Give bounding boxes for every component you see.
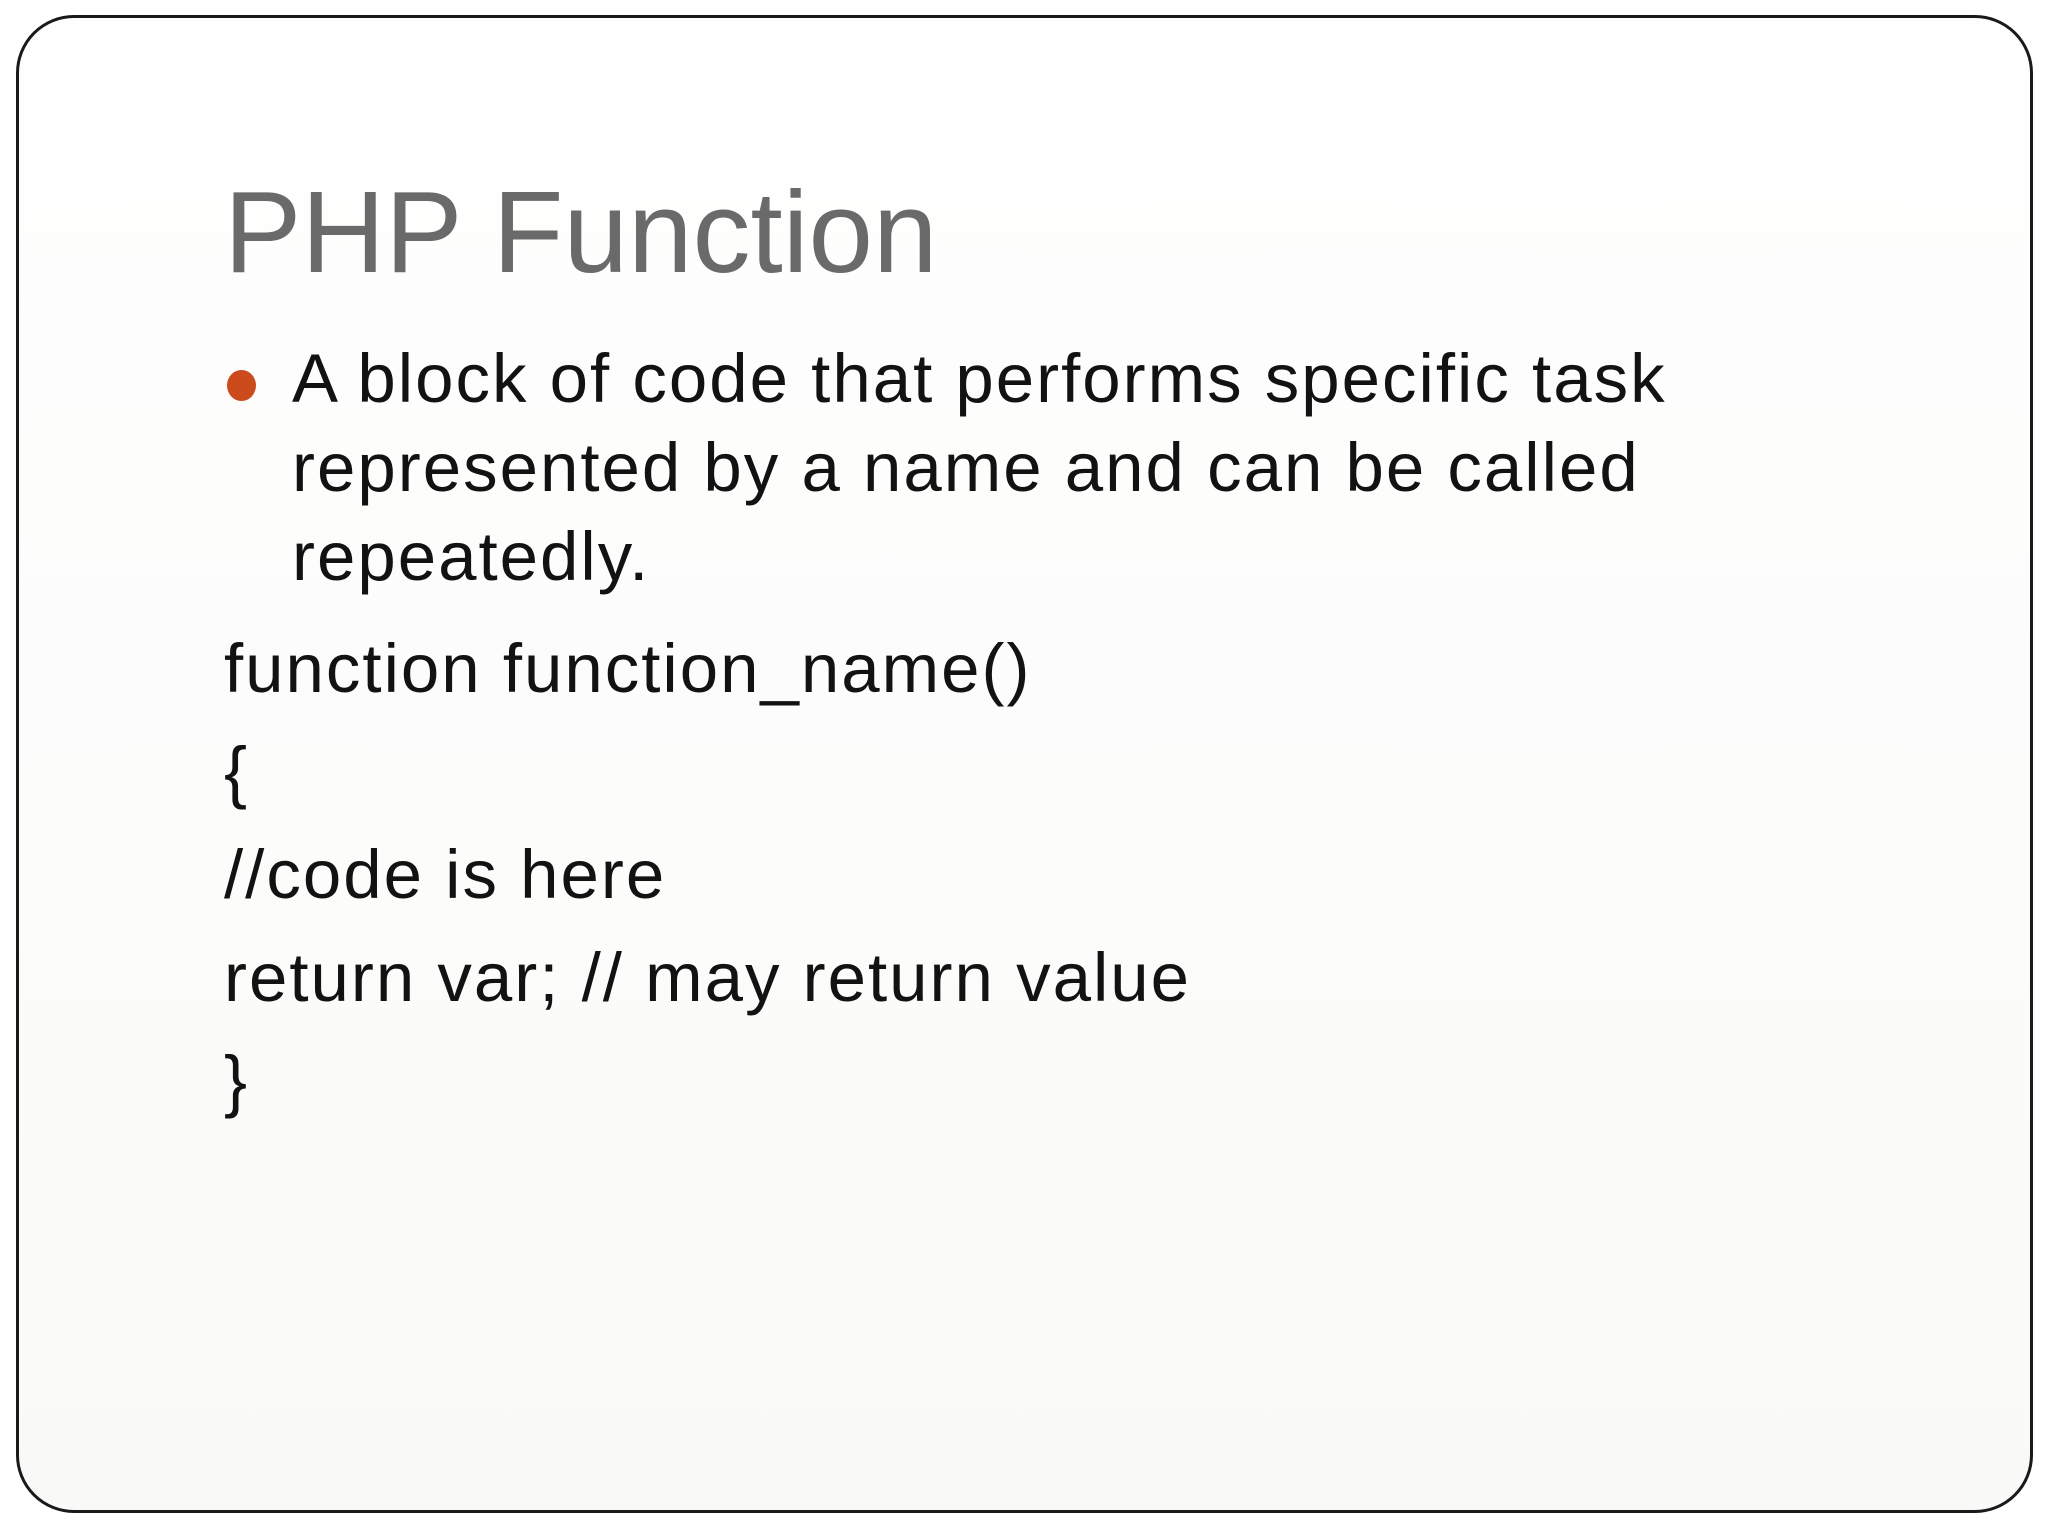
code-line-return-statement: return var; // may return value bbox=[224, 939, 1192, 1016]
code-line-open-brace: { bbox=[224, 733, 250, 810]
code-line-function-declaration: function function_name() bbox=[224, 630, 1032, 707]
code-line-comment: //code is here bbox=[224, 836, 667, 913]
bullet-text-line-1: A block of code that performs specific t… bbox=[292, 340, 1667, 417]
code-block: function function_name() { //code is her… bbox=[224, 624, 1191, 1125]
code-line-close-brace: } bbox=[224, 1042, 250, 1119]
slide-title: PHP Function bbox=[224, 167, 938, 297]
bullet-text-line-3: repeatedly. bbox=[292, 518, 651, 595]
slide-rounded-border bbox=[16, 15, 2033, 1513]
bullet-text-line-2: represented by a name and can be called bbox=[292, 429, 1640, 506]
bullet-dot-icon bbox=[227, 370, 256, 401]
bullet-text: A block of code that performs specific t… bbox=[292, 334, 1667, 601]
